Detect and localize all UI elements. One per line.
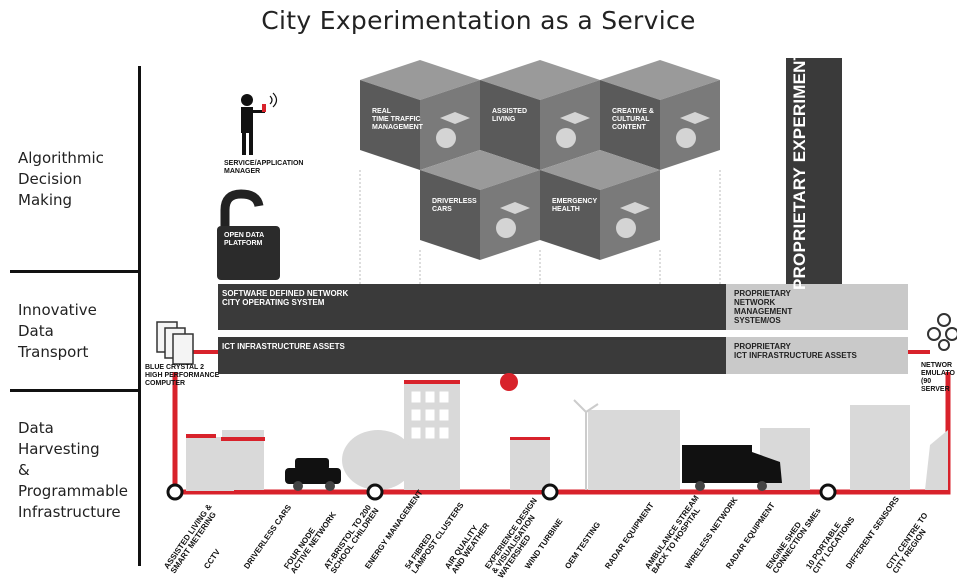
cube-title: EMERGENCY HEALTH — [552, 198, 598, 213]
network-emulator-label: NETWOR EMULATO (90 SERVER — [921, 362, 955, 393]
sdn-bar — [218, 284, 726, 330]
wind-turbine-icon — [573, 399, 599, 490]
cube-title: DRIVERLESS CARS — [432, 198, 477, 213]
proprietary-network-label: PROPRIETARY NETWORK MANAGEMENT SYSTEM/OS — [734, 289, 793, 325]
proprietary-experiments-column — [786, 58, 842, 290]
cube-title: ASSISTED LIVING — [492, 108, 528, 123]
layer-label-text: Algorithmic Decision Making — [18, 149, 104, 209]
layer-label-transport: Innovative Data Transport — [18, 300, 97, 363]
cube-real-time-traffic — [360, 60, 480, 170]
service-manager-label: SERVICE/APPLICATION MANAGER — [224, 160, 304, 175]
computer-icon — [156, 321, 194, 365]
cube-creative-content — [600, 60, 720, 170]
ict-bar — [218, 337, 726, 374]
layer-divider-1 — [10, 270, 141, 273]
cube-title: CREATIVE & CULTURAL CONTENT — [612, 108, 654, 131]
ambulance-icon — [682, 445, 782, 491]
layer-label-text: Data Harvesting & Programmable Infrastru… — [18, 419, 129, 521]
cube-emergency-health — [540, 150, 660, 260]
network-icon — [927, 313, 957, 351]
cube-assisted-living — [480, 60, 600, 170]
layer-label-decision: Algorithmic Decision Making — [18, 148, 104, 211]
layer-divider-2 — [10, 389, 141, 392]
lock-icon — [217, 189, 280, 280]
proprietary-experiments-label: PROPRIETARY EXPERIMENTS — [790, 38, 809, 290]
layer-divider-vertical — [138, 66, 141, 566]
sdn-label: SOFTWARE DEFINED NETWORK CITY OPERATING … — [222, 289, 349, 307]
computer-label: BLUE CRYSTAL 2 HIGH PERFORMANCE COMPUTER — [145, 364, 220, 387]
person-icon — [241, 92, 278, 155]
layer-label-harvesting: Data Harvesting & Programmable Infrastru… — [18, 418, 128, 523]
proprietary-ict-bar — [726, 337, 908, 374]
cube-title: REAL TIME TRAFFIC MANAGEMENT — [372, 108, 423, 131]
car-icon — [285, 458, 341, 491]
proprietary-ict-label: PROPRIETARY ICT INFRASTRUCTURE ASSETS — [734, 342, 857, 360]
layer-label-text: Innovative Data Transport — [18, 301, 97, 361]
open-data-platform-label: OPEN DATA PLATFORM — [224, 232, 265, 247]
page-title: City Experimentation as a Service — [261, 6, 696, 35]
cube-driverless-cars — [420, 150, 540, 260]
ict-label: ICT INFRASTRUCTURE ASSETS — [222, 342, 345, 351]
proprietary-network-bar — [726, 284, 908, 330]
